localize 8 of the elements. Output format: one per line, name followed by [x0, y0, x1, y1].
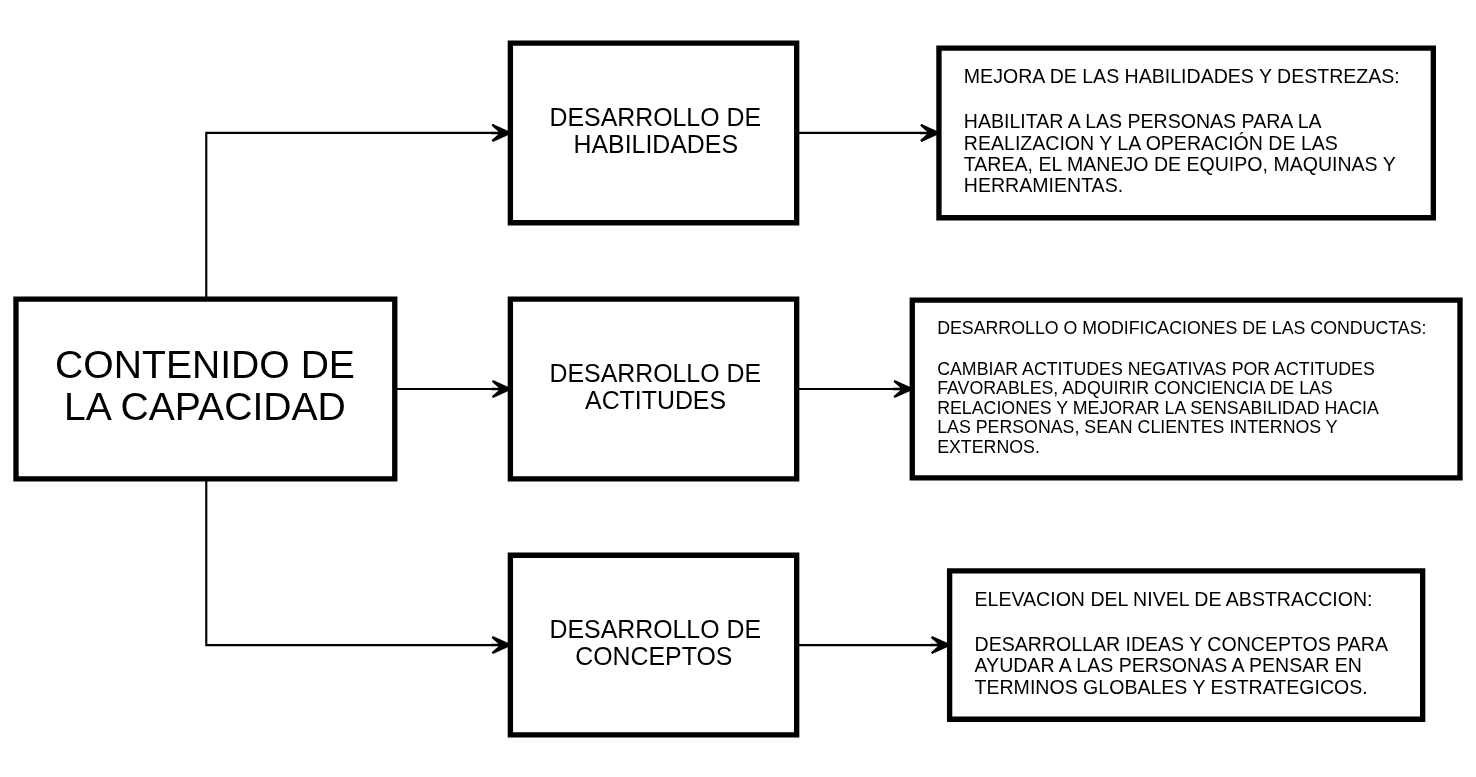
- node-box: MEJORA DE LAS HABILIDADES Y DESTREZAS: HABILITAR A LAS PERSONAS PARA LA REALIZACION Y LA OPERACIÓN DE LAS TAREA, EL MANEJO DE EQUIPO, MAQUINAS Y HERRAMIENTAS.: [936, 44, 1436, 220]
- node-box: ELEVACION DEL NIVEL DE ABSTRACCION: DESARROLLAR IDEAS Y CONCEPTOS PARA AYUDAR A LAS PERSONAS A PENSAR EN TERMINOS GLOBALES Y ESTRATEGICOS.: [946, 567, 1426, 722]
- node-box: CONTENIDO DE LA CAPACIDAD: [13, 296, 398, 481]
- node-box: DESARROLLO DE ACTITUDES: [507, 296, 800, 481]
- node-box: DESARROLLO O MODIFICACIONES DE LAS CONDUCTAS: CAMBIAR ACTITUDES NEGATIVAS POR ACTITUDES FAVORABLES, ADQUIRIR CONCIENCIA DE LAS RELACIONES Y MEJORAR LA SENSABILIDAD HACIA LAS PERSONAS, SEAN CLIENTES INTERNOS Y EXTERNOS.: [909, 296, 1463, 481]
- node-box: DESARROLLO DE CONCEPTOS: [507, 552, 800, 738]
- arrow: [796, 123, 940, 142]
- node-box: DESARROLLO DE HABILIDADES: [507, 39, 800, 225]
